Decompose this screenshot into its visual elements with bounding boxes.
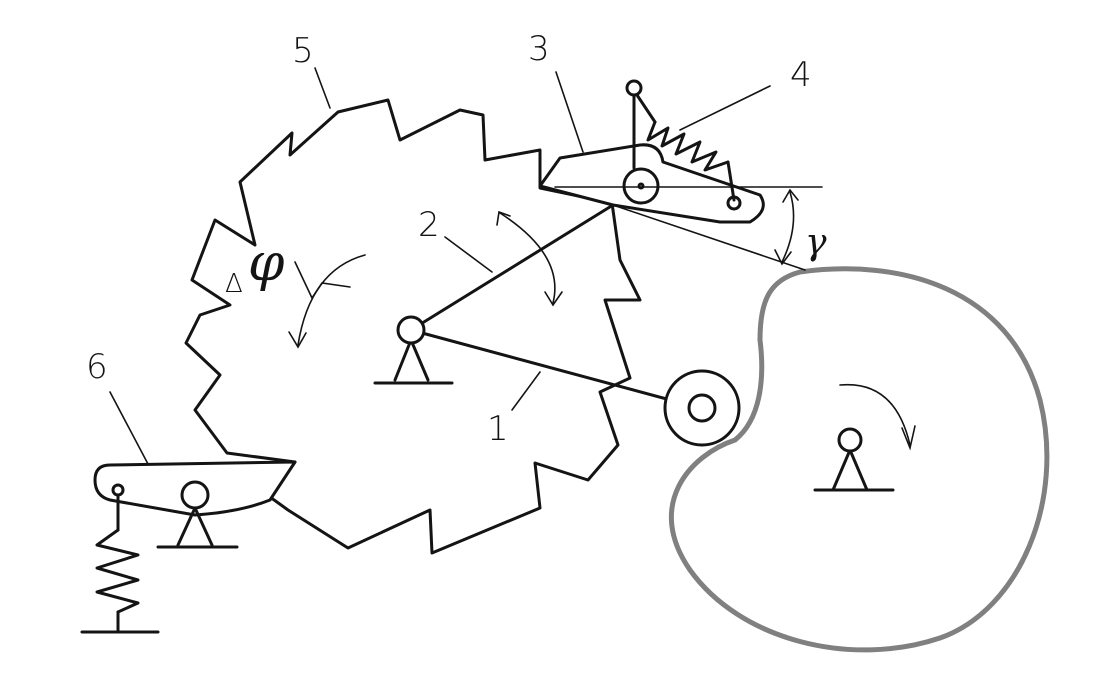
- leader-phi: [294, 261, 351, 300]
- cam: [668, 266, 1050, 653]
- cam-rotation-arrow: [839, 383, 916, 451]
- label-phi: φ: [248, 233, 285, 293]
- leader-5: [314, 67, 331, 109]
- leader-4: [679, 85, 771, 131]
- label-2: 2: [418, 205, 440, 245]
- gamma-reference-lines: [554, 186, 823, 271]
- label-5: 5: [292, 31, 314, 71]
- connecting-rod: [409, 328, 702, 410]
- holding-pawl-spring: [80, 493, 160, 634]
- drive-pawl: [538, 143, 765, 224]
- leader-2: [444, 236, 493, 273]
- label-delta: Δ: [225, 269, 243, 299]
- label-4: 4: [790, 55, 812, 95]
- lever-pivot-support: [373, 315, 454, 385]
- holding-pawl: [93, 460, 297, 549]
- label-6: 6: [86, 347, 108, 387]
- leader-6: [109, 391, 149, 465]
- lever-arm: [409, 203, 615, 332]
- leader-3: [555, 71, 584, 153]
- lever-swing-arrow: [496, 210, 563, 307]
- leader-1: [511, 371, 541, 411]
- pawl-spring: [625, 79, 736, 202]
- label-gamma: γ: [805, 222, 827, 263]
- cam-pivot-support: [813, 427, 895, 492]
- follower-roller: [663, 369, 741, 447]
- label-3: 3: [528, 29, 550, 69]
- label-1: 1: [487, 409, 509, 449]
